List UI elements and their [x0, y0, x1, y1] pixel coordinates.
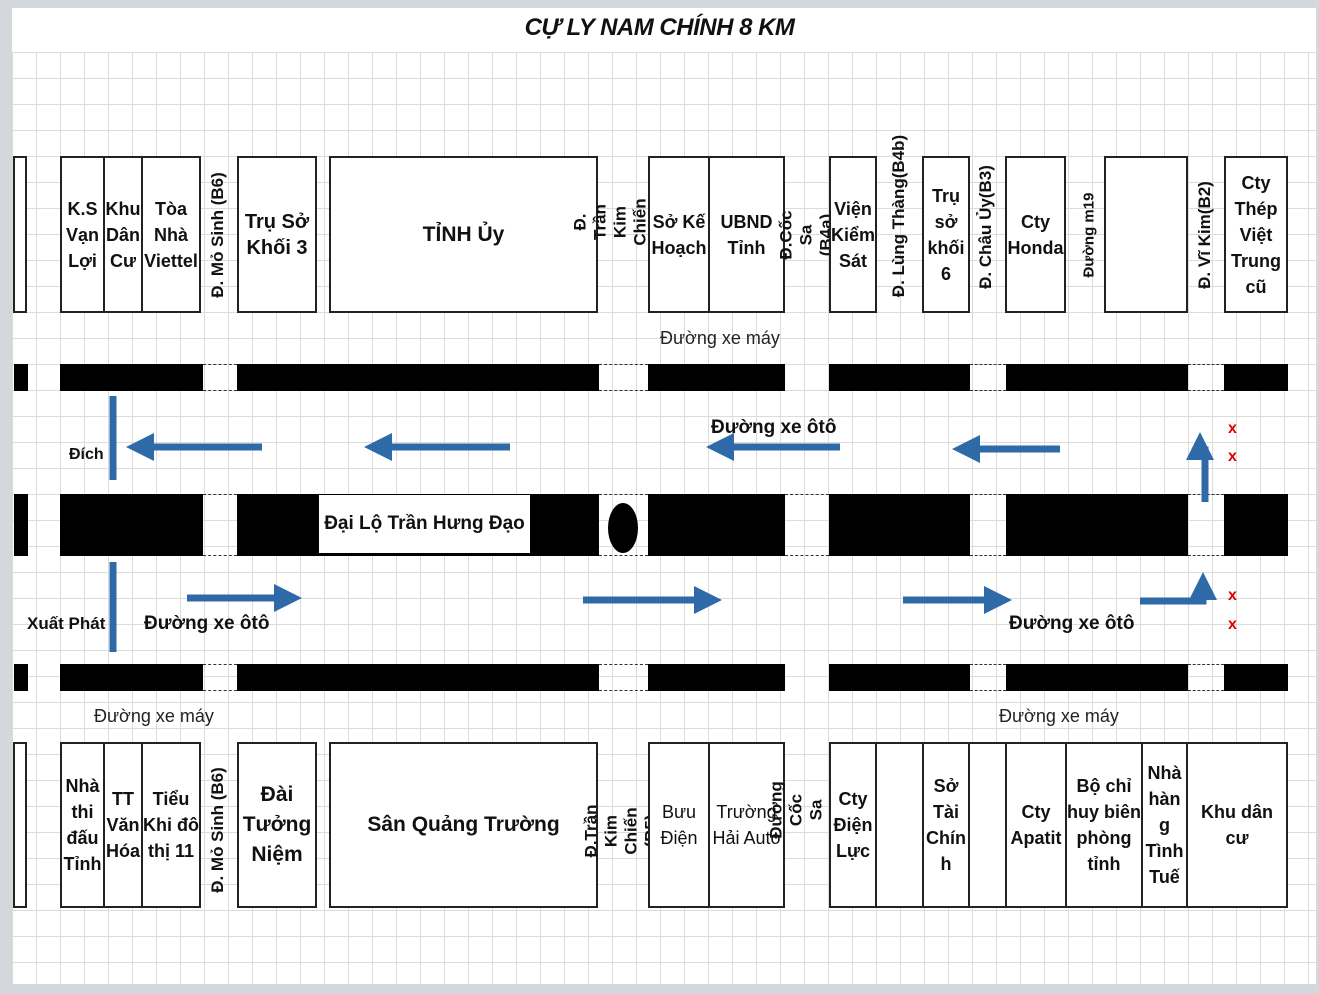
label-moto-lane-bottom-left: Đường xe máy [94, 706, 214, 726]
building-tinh-uy: TỈNH Ủy [329, 156, 598, 313]
road-block [237, 664, 599, 691]
median-block [829, 494, 970, 556]
building-vien-kiem-sat: Viện Kiểm Sát [829, 156, 877, 313]
diagram-title: CỰ LY NAM CHÍNH 8 KM [524, 14, 795, 41]
building-bo-chi-huy-bien-phong: Bộ chỉ huy biên phòng tỉnh [1065, 742, 1143, 908]
median-block [14, 494, 28, 556]
label-moto-lane-bottom-right: Đường xe máy [999, 706, 1119, 726]
crossing-gap [970, 494, 1006, 556]
crossing-gap [203, 364, 237, 391]
crossing-gap [599, 664, 648, 691]
road-block [1006, 664, 1188, 691]
building-tieu-khi-do-thi-11: Tiểu Khi đô thị 11 [141, 742, 201, 908]
building-so-tai-chinh: Sở Tài Chín h [922, 742, 970, 908]
median-block [60, 494, 203, 556]
road-block [237, 364, 599, 391]
building-nha-hang-tinh-tue: Nhà hàn g Tình Tuế [1141, 742, 1188, 908]
building-cty-honda: Cty Honda [1005, 156, 1066, 313]
crossing-gap [203, 664, 237, 691]
building-nha-thi-dau-tinh: Nhà thi đấu Tỉnh [60, 742, 105, 908]
building-truong-hai-auto: Trường Hải Auto [708, 742, 785, 908]
marker-x: x [1228, 616, 1237, 633]
roundabout-oval [608, 503, 638, 553]
building-dai-tuong-niem: Đài Tưởng Niệm [237, 742, 317, 908]
crossing-gap [1188, 364, 1224, 391]
building-empty-top [1104, 156, 1188, 313]
label-car-lane-top: Đường xe ôtô [711, 417, 837, 438]
building-tru-so-khoi-3: Trụ Sở Khối 3 [237, 156, 317, 313]
road-block [14, 364, 28, 391]
building-cty-apatit: Cty Apatit [1005, 742, 1067, 908]
label-car-lane-bottom-right: Đường xe ôtô [1009, 613, 1135, 634]
median-block [1224, 494, 1288, 556]
label-finish: Đích [69, 446, 104, 463]
road-block [1006, 364, 1188, 391]
marker-x: x [1228, 587, 1237, 604]
road-block [1224, 364, 1288, 391]
median-block [1006, 494, 1188, 556]
road-block [829, 664, 970, 691]
building-toa-nha-viettel: Tòa Nhà Viettel [141, 156, 201, 313]
building-ks-van-loi: K.S Vạn Lợi [60, 156, 105, 313]
label-boulevard: Đại Lộ Trần Hưng Đạo [318, 494, 531, 554]
median-block [648, 494, 785, 556]
road-block [1224, 664, 1288, 691]
edge-building-bottom-left [13, 742, 27, 908]
crossing-gap [599, 494, 648, 556]
label-moto-lane-top: Đường xe máy [660, 328, 780, 348]
crossing-gap [203, 494, 237, 556]
crossing-gap [970, 364, 1006, 391]
road-block [648, 364, 785, 391]
building-tru-so-khoi-6: Trụ sở khối 6 [922, 156, 970, 313]
title-bar [12, 8, 1316, 53]
crossing-gap [785, 494, 829, 556]
label-car-lane-bottom-left: Đường xe ôtô [144, 613, 270, 634]
building-cty-thep-viet-trung: Cty Thép Việt Trung cũ [1224, 156, 1288, 313]
road-block [60, 664, 203, 691]
road-block [829, 364, 970, 391]
road-block [648, 664, 785, 691]
building-khu-dan-cu-bottom: Khu dân cư [1186, 742, 1288, 908]
building-khu-dan-cu-top: Khu Dân Cư [103, 156, 143, 313]
crossing-gap [970, 664, 1006, 691]
building-empty-bottom [875, 742, 924, 908]
marker-x: x [1228, 420, 1237, 437]
road-block [14, 664, 28, 691]
arrow-turn-east-up [1140, 594, 1207, 605]
crossing-gap [599, 364, 648, 391]
label-start: Xuất Phát [27, 614, 106, 633]
building-ubnd-tinh: UBND Tỉnh [708, 156, 785, 313]
crossing-gap [1188, 664, 1224, 691]
marker-x: x [1228, 448, 1237, 465]
building-san-quang-truong: Sân Quảng Trường [329, 742, 598, 908]
road-block [60, 364, 203, 391]
building-buu-dien: Bưu Điện [648, 742, 710, 908]
edge-building-top-left [13, 156, 27, 313]
